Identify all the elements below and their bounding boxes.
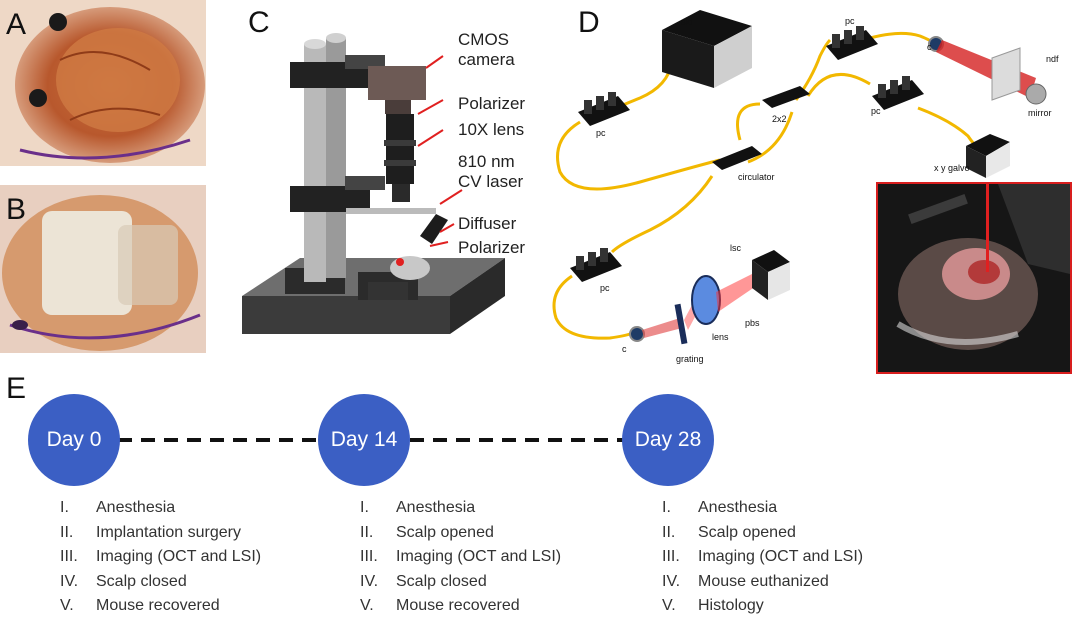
step-item: V.Histology (662, 597, 764, 614)
label-pc-4: pc (600, 283, 610, 293)
diffraction-grating (674, 303, 688, 345)
step-item: III.Imaging (OCT and LSI) (360, 548, 562, 565)
steps-day0: I.Anesthesia II.Implantation surgery III… (60, 496, 261, 619)
step-item: IV.Scalp closed (360, 572, 487, 590)
step-item: I.Anesthesia (60, 499, 176, 516)
sld-source (662, 10, 752, 46)
step-item: II.Implantation surgery (60, 523, 241, 541)
label-sld: sld (681, 17, 693, 27)
label-pc-1: pc (596, 128, 606, 138)
photo-b-image (0, 185, 206, 353)
lower-bracket (290, 186, 370, 212)
step-item: I.Anesthesia (662, 499, 778, 516)
base-plate-side (450, 258, 505, 334)
base-plate-front (242, 296, 450, 334)
post-right (326, 38, 346, 278)
label-ndf: ndf (1046, 54, 1059, 64)
laser-diffuser (420, 214, 448, 244)
step-item: V.Mouse recovered (60, 597, 220, 614)
polarization-controller-1 (578, 92, 630, 126)
label-polarizer-top: Polarizer (458, 94, 526, 113)
label-lens: lens (712, 332, 729, 342)
label-c-spectrometer: c (622, 344, 627, 354)
step-item: II.Scalp opened (662, 523, 796, 541)
photo-oct-image (878, 184, 1070, 372)
label-pbs: pbs (745, 318, 760, 328)
neutral-density-filter (991, 47, 1021, 101)
fiber-coupler (762, 86, 810, 108)
step-item: IV.Mouse euthanized (662, 572, 829, 590)
polarization-controller-3 (872, 76, 924, 110)
panel-label-a: A (6, 8, 27, 41)
panel-label-c: C (248, 6, 270, 39)
panel-label-d: D (578, 6, 600, 39)
step-item: II.Scalp opened (360, 523, 494, 541)
label-c-reference: c (927, 42, 932, 52)
polarization-controller-4 (570, 248, 622, 282)
label-circulator: circulator (738, 172, 775, 182)
step-item: I.Anesthesia (360, 499, 476, 516)
label-10x-lens: 10X lens (458, 120, 525, 139)
label-mirror: mirror (1028, 108, 1052, 118)
label-diffuser: Diffuser (458, 214, 517, 233)
lens-tube (386, 114, 414, 184)
label-xy-galvo: x y galvo (934, 163, 970, 173)
circulator (712, 146, 762, 170)
steps-day28: I.Anesthesia II.Scalp opened III.Imaging… (662, 496, 863, 619)
photo-a-image (0, 0, 206, 166)
panel-label-b: B (6, 193, 27, 226)
photo-oct-mouse (876, 182, 1072, 374)
label-laser: 810 nm CV laser (458, 152, 524, 191)
label-grating: grating (676, 354, 704, 364)
timeline-node-day28: Day 28 (622, 394, 714, 486)
line-scan-camera (752, 250, 790, 272)
label-pc-2: pc (845, 16, 855, 26)
panel-label-e: E (6, 372, 27, 405)
reference-mirror (1025, 83, 1047, 105)
polarization-controller-2 (826, 26, 878, 60)
photo-b-implant (0, 185, 206, 353)
cmos-camera (368, 66, 426, 100)
step-item: III.Imaging (OCT and LSI) (60, 548, 262, 565)
step-item: IV.Scalp closed (60, 572, 187, 590)
step-item: V.Mouse recovered (360, 597, 520, 614)
post-left (304, 44, 326, 282)
step-item: III.Imaging (OCT and LSI) (662, 548, 864, 565)
photo-a-craniotomy (0, 0, 206, 166)
label-polarizer-bottom: Polarizer (458, 238, 526, 257)
label-2x2: 2x2 (772, 114, 787, 124)
timeline-node-day0: Day 0 (28, 394, 120, 486)
label-pc-3: pc (871, 106, 881, 116)
label-lsc: lsc (730, 243, 741, 253)
laser-arm (346, 208, 436, 214)
steps-day14: I.Anesthesia II.Scalp opened III.Imaging… (360, 496, 561, 619)
timeline-node-day14: Day 14 (318, 394, 410, 486)
xy-galvo (966, 134, 1010, 156)
label-cmos-camera: CMOS camera (458, 30, 515, 69)
